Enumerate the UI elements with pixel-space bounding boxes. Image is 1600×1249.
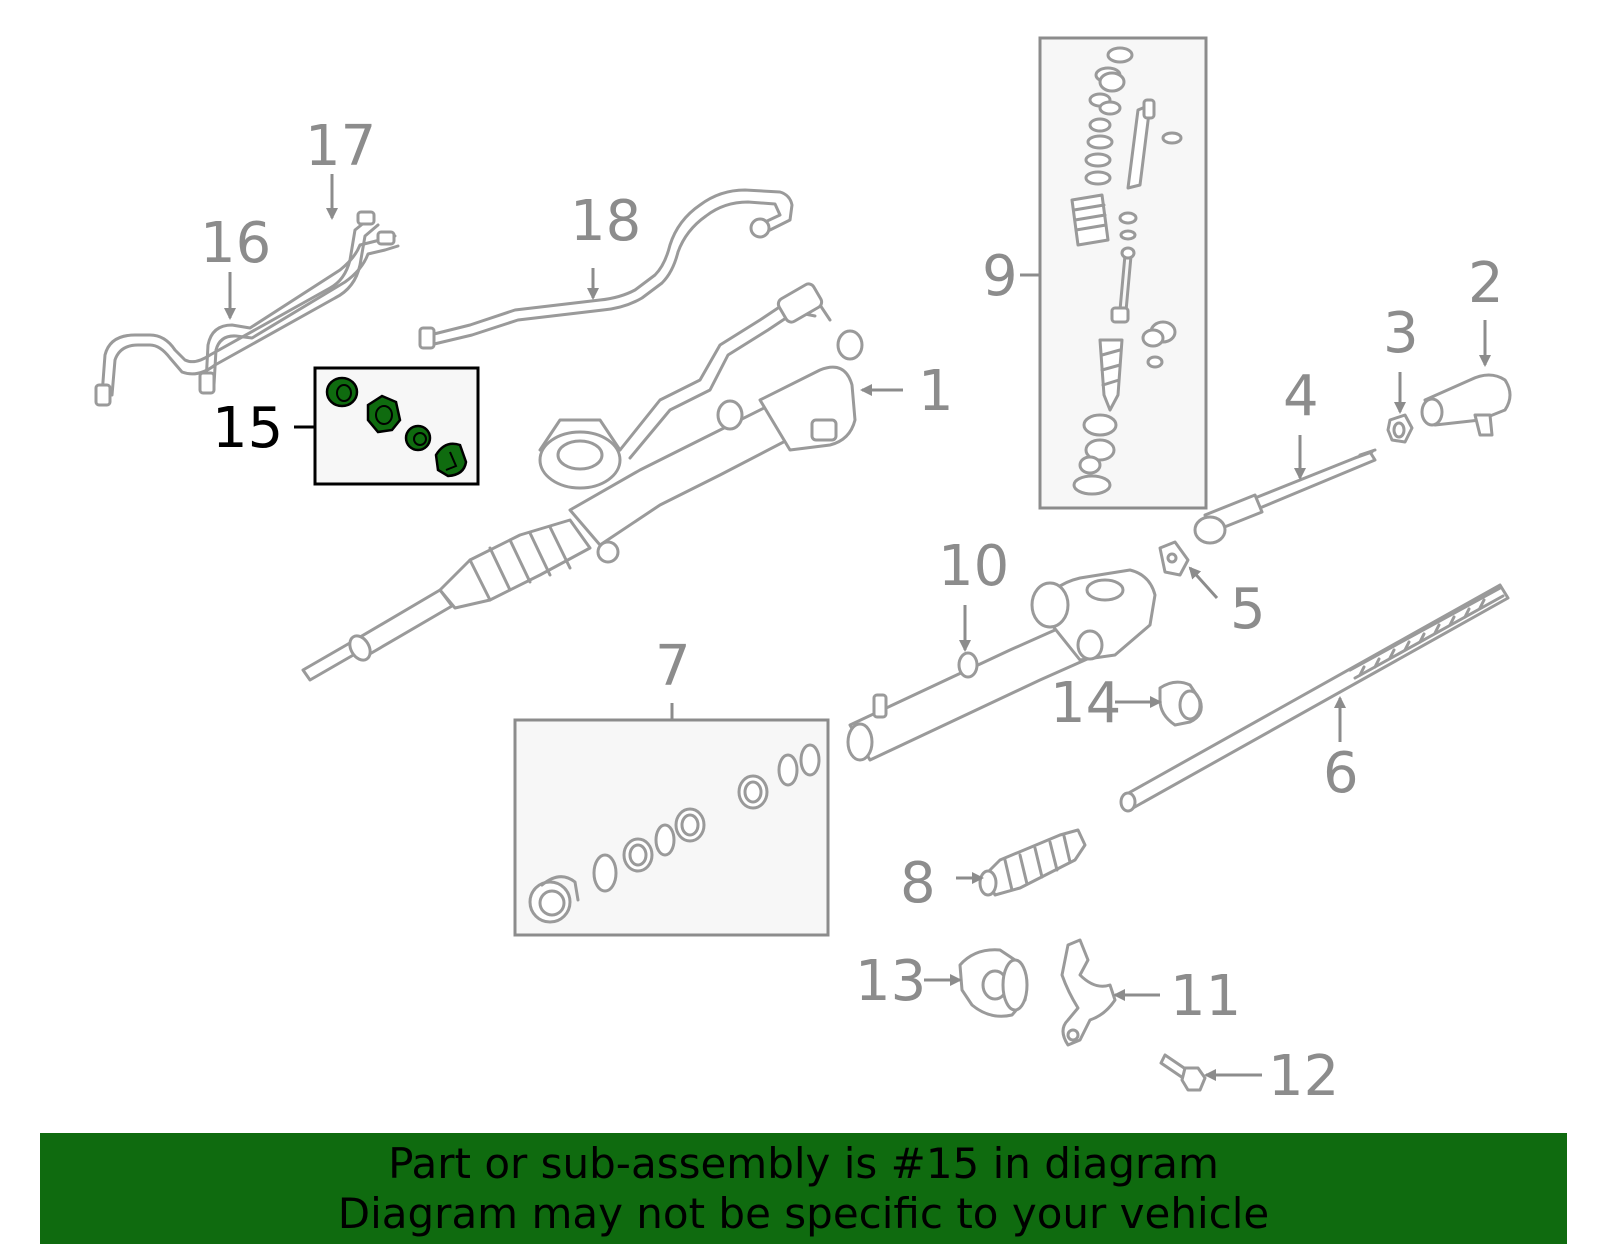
callout-13: 13 — [855, 949, 926, 1014]
part-6-rack-shaft — [1119, 583, 1510, 813]
part-15-bushing-kit — [294, 366, 480, 486]
part-10-rack-housing — [846, 568, 1157, 762]
callout-7: 7 — [655, 634, 691, 699]
part-1-steering-rack-assembly — [301, 282, 864, 682]
part-13-mount-bushing — [958, 948, 1029, 1018]
callout-1: 1 — [918, 359, 954, 424]
callout-18: 18 — [570, 189, 641, 254]
callout-14: 14 — [1050, 671, 1121, 736]
callout-labels: 1 2 3 4 5 6 7 8 9 10 11 12 13 14 15 16 1… — [200, 114, 1504, 1109]
callout-12: 12 — [1268, 1044, 1339, 1109]
banner-line-disclaimer: Diagram may not be specific to your vehi… — [337, 1188, 1270, 1238]
part-16-17-hydraulic-tubes — [94, 210, 400, 407]
callout-9: 9 — [982, 244, 1018, 309]
callout-11: 11 — [1170, 964, 1241, 1029]
part-11-bracket — [1060, 938, 1117, 1047]
part-2-tie-rod-end — [1420, 373, 1512, 437]
callout-2: 2 — [1468, 251, 1504, 316]
part-3-nut — [1386, 413, 1414, 444]
callout-5: 5 — [1230, 577, 1266, 642]
part-7-seal-kit — [513, 703, 830, 937]
banner-line-part-number: Part or sub-assembly is #15 in diagram — [388, 1138, 1219, 1188]
callout-3: 3 — [1383, 301, 1419, 366]
callout-15: 15 — [212, 396, 283, 461]
part-4-inner-tie-rod — [1193, 448, 1377, 545]
callout-17: 17 — [305, 114, 376, 179]
part-12-bolt — [1159, 1053, 1207, 1092]
part-14-bushing — [1158, 680, 1203, 727]
callout-4: 4 — [1283, 364, 1319, 429]
part-5-lock-plate — [1158, 540, 1190, 577]
part-18-pressure-line — [418, 188, 794, 350]
part-8-boot — [978, 828, 1087, 897]
callout-8: 8 — [900, 851, 936, 916]
callout-16: 16 — [200, 211, 271, 276]
callout-10: 10 — [938, 534, 1009, 599]
part-info-banner: Part or sub-assembly is #15 in diagram D… — [40, 1133, 1567, 1244]
leader-arrows — [224, 174, 1491, 1081]
callout-6: 6 — [1323, 741, 1359, 806]
part-9-valve-kit — [1020, 36, 1208, 510]
